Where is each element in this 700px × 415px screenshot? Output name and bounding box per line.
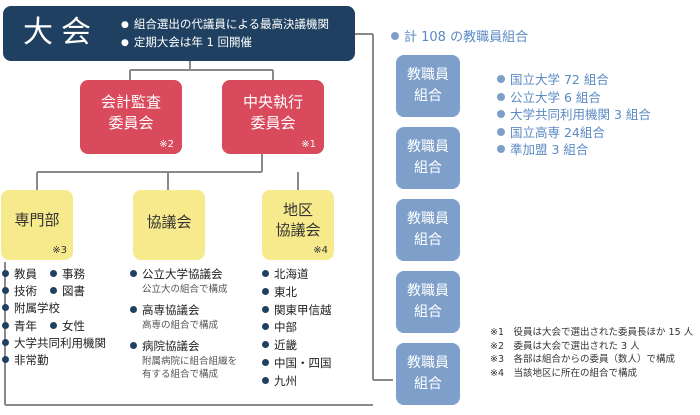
list-item: 国立大学 72 組合 [497, 71, 651, 89]
taikai-note: 組合選出の代議員による最高決議機関 [121, 16, 329, 34]
chiku-title-line: 協議会 [275, 221, 321, 239]
audit-committee-title-line: 会計監査 [100, 93, 161, 111]
footnote: ※4 当該地区に所在の組合で構成 [490, 367, 638, 379]
audit-committee-note: ※2 [159, 139, 174, 150]
kyogikai-title: 協議会 [146, 213, 192, 231]
list-item: 青年女性 [2, 318, 106, 335]
list-item: 北海道 [262, 266, 332, 284]
list-item: 附属学校 [2, 300, 106, 317]
list-item: 公立大学 6 組合 [497, 89, 651, 107]
central-exec-title-line: 中央執行 [242, 93, 303, 111]
union-box: 教職員組合 [396, 199, 460, 261]
union-box: 教職員組合 [396, 343, 460, 405]
list-item: 国立高専 24組合 [497, 124, 651, 142]
taikai-title: 大会 [23, 15, 99, 50]
senmonbu-box: 専門部 ※3 [1, 190, 73, 260]
list-item: 準加盟 3 組合 [497, 141, 651, 159]
list-item: 高専協議会 [130, 302, 237, 319]
chiku-kyogikai-box: 地区 協議会 ※4 [262, 190, 334, 260]
list-item: 近畿 [262, 337, 332, 355]
central-exec-title-line: 委員会 [250, 114, 296, 132]
taikai-notes: 組合選出の代議員による最高決議機関 定期大会は年 1 回開催 [121, 16, 329, 52]
list-item-desc: 高専の組合で構成 [142, 320, 219, 331]
list-item: 技術図書 [2, 283, 106, 300]
central-exec-note: ※1 [301, 139, 316, 150]
chiku-note: ※4 [313, 245, 328, 256]
list-item: 大学共同利用機関 3 組合 [497, 106, 651, 124]
chiku-list: 北海道 東北 関東甲信越 中部 近畿 中国・四国 九州 [262, 266, 332, 391]
senmonbu-list: 教員事務 技術図書 附属学校 青年女性 大学共同利用機関 非常勤 [2, 266, 106, 369]
list-item-desc: 公立大の組合で構成 [142, 284, 228, 295]
senmonbu-title: 専門部 [14, 211, 60, 229]
central-exec-committee-box: 中央執行 委員会 ※1 [222, 80, 324, 154]
union-total: 計 108 の教職員組合 [391, 26, 528, 45]
chiku-title-line: 地区 [282, 201, 313, 219]
list-item: 関東甲信越 [262, 302, 332, 320]
union-members-list: 国立大学 72 組合 公立大学 6 組合 大学共同利用機関 3 組合 国立高専 … [497, 71, 651, 159]
taikai-box: 大会 組合選出の代議員による最高決議機関 定期大会は年 1 回開催 [3, 6, 355, 61]
kyogikai-box: 協議会 [133, 190, 205, 260]
list-item: 教員事務 [2, 266, 106, 283]
footnote: ※1 役員は大会で選出された委員長ほか 15 人 [490, 327, 694, 338]
footnote: ※3 各部は組合からの委員（数人）で構成 [490, 354, 676, 365]
kyogikai-list: 公立大学協議会 公立大の組合で構成 高専協議会 高専の組合で構成 病院協議会 附… [130, 266, 237, 381]
taikai-note: 定期大会は年 1 回開催 [121, 34, 329, 52]
list-item: 東北 [262, 284, 332, 302]
list-item: 公立大学協議会 [130, 266, 237, 283]
list-item-desc: 有する組合で構成 [142, 369, 219, 380]
list-item-desc: 附属病院に組合組織を [142, 356, 238, 367]
footnote: ※2 委員は大会で選出された 3 人 [490, 340, 640, 352]
union-box: 教職員組合 [396, 127, 460, 189]
list-item: 大学共同利用機関 [2, 335, 106, 352]
list-item: 非常勤 [2, 352, 106, 369]
list-item: 九州 [262, 373, 332, 391]
list-item: 中国・四国 [262, 355, 332, 373]
union-box: 教職員組合 [396, 271, 460, 333]
list-item: 中部 [262, 319, 332, 337]
senmonbu-note: ※3 [52, 245, 67, 256]
audit-committee-box: 会計監査 委員会 ※2 [80, 80, 182, 154]
union-box: 教職員組合 [396, 55, 460, 117]
audit-committee-title-line: 委員会 [108, 114, 154, 132]
footnotes: ※1 役員は大会で選出された委員長ほか 15 人 ※2 委員は大会で選出された … [490, 326, 693, 380]
list-item: 病院協議会 [130, 338, 237, 355]
